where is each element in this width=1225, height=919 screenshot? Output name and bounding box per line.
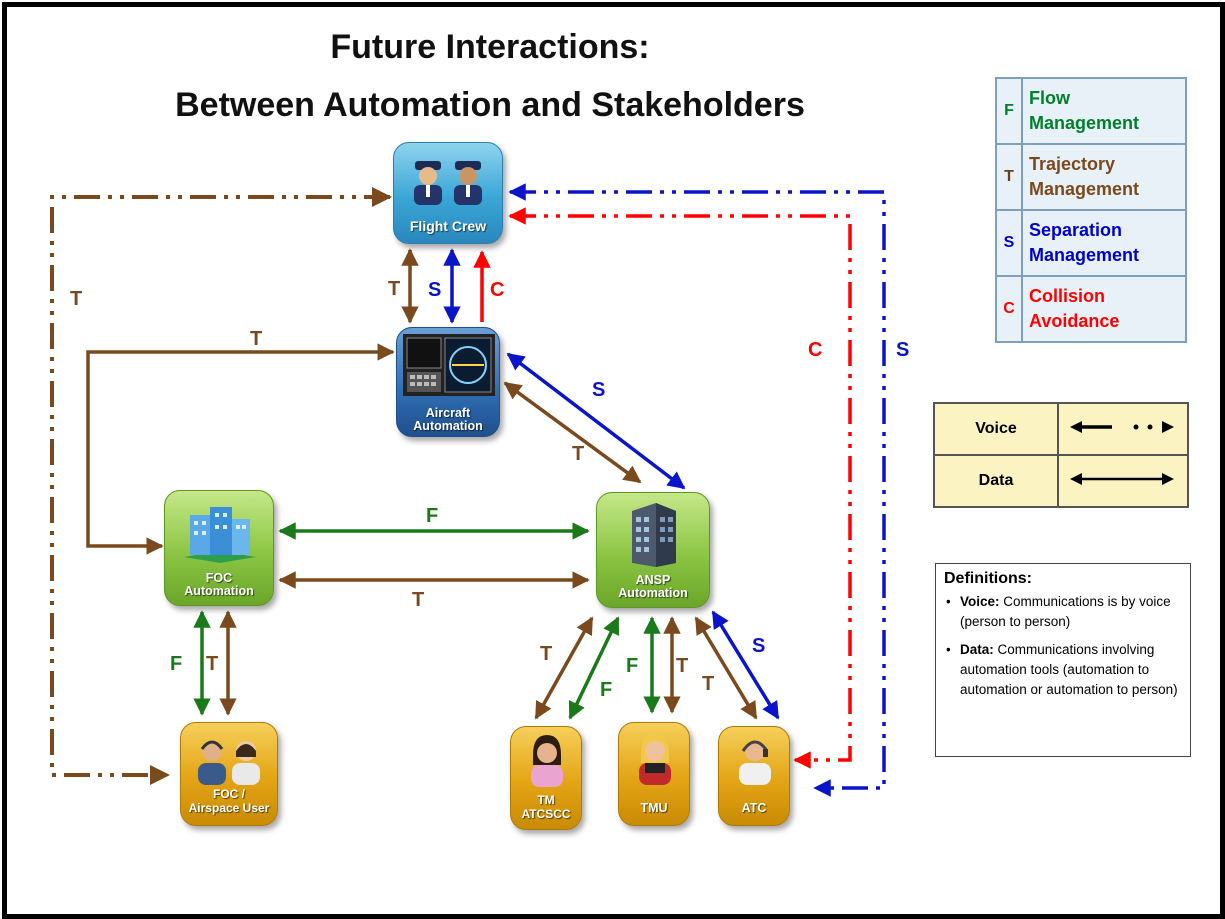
tm-atcscc-label-1: TM (537, 793, 555, 807)
foc-automation-node: FOC Automation (164, 490, 274, 606)
title-line-2: Between Automation and Stakeholders (175, 86, 805, 124)
definition-data-text: Communications involving automation tool… (960, 642, 1178, 697)
definition-voice-term: Voice: (960, 594, 1000, 609)
t-link-aircraft-ansp (503, 381, 642, 484)
ansp-automation-node: ANSP Automation (596, 492, 710, 608)
legend-letter-c: C (995, 275, 1023, 343)
atc-node: ATC (718, 726, 790, 826)
voice-t-link-foc-user-flight-crew (50, 187, 392, 785)
label-t-ansp-tmu: T (676, 655, 688, 677)
legend-row-data: Data (933, 454, 1189, 508)
legend-row-flow: F Flow Management (995, 77, 1187, 145)
s-link-aircraft-ansp (506, 352, 686, 490)
definition-data-term: Data: (960, 642, 994, 657)
label-s-ansp-atc: S (752, 635, 765, 657)
tmu-node: TMU (618, 722, 690, 826)
legend-data-label: Data (933, 454, 1059, 508)
legend-row-separation: S Separation Management (995, 209, 1187, 277)
label-f-foc-user: F (170, 653, 182, 675)
s-link-ansp-atc (711, 610, 780, 720)
legend-flow-line2: Management (1029, 113, 1140, 133)
legend-trajectory-line1: Trajectory (1029, 154, 1116, 174)
label-c-aircraft-crew: C (490, 279, 504, 301)
label-c-voice: C (808, 339, 822, 361)
definition-data: •Data: Communications involving automati… (946, 642, 1178, 697)
aircraft-automation-label-1: Aircraft (425, 406, 471, 420)
flight-crew-node: Flight Crew (393, 142, 503, 244)
blonde-person-icon (639, 733, 671, 785)
label-f-foc-ansp: F (426, 505, 438, 527)
label-t-crew-aircraft: T (388, 278, 400, 300)
f-link-ansp-tm (568, 616, 620, 720)
tm-atcscc-node: TM ATCSCC (510, 726, 582, 830)
title-line-1: Future Interactions: (330, 28, 650, 66)
label-s-aircraft-ansp: S (592, 379, 605, 401)
label-f-ansp-tm: F (600, 679, 612, 701)
definition-voice: •Voice: Communications is by voice (pers… (946, 594, 1171, 629)
label-t-left-loop: T (70, 288, 82, 310)
function-legend: F Flow Management T Trajectory Managemen… (995, 77, 1187, 343)
aircraft-automation-node: Aircraft Automation (396, 327, 500, 437)
legend-flow-line1: Flow (1029, 88, 1070, 108)
foc-automation-label-2: Automation (184, 584, 254, 598)
operator-icon (739, 740, 771, 785)
label-s-voice: S (896, 339, 909, 361)
legend-separation-line1: Separation (1029, 220, 1123, 240)
foc-airspace-user-node: FOC / Airspace User (180, 722, 278, 826)
data-arrow-icon (1070, 472, 1174, 485)
pilot-icon (414, 161, 482, 205)
foc-automation-label-1: FOC (205, 571, 233, 585)
legend-trajectory-line2: Management (1029, 179, 1140, 199)
legend-collision-line2: Avoidance (1029, 311, 1120, 331)
ansp-automation-label-1: ANSP (635, 573, 671, 587)
legend-separation-line2: Management (1029, 245, 1140, 265)
legend-row-collision: C Collision Avoidance (995, 275, 1187, 343)
flight-crew-label: Flight Crew (409, 218, 487, 234)
tmu-label: TMU (640, 801, 668, 815)
t-link-foc-aircraft (86, 343, 395, 555)
label-t-aircraft-ansp: T (572, 443, 584, 465)
voice-s-link-atc-flight-crew (508, 183, 886, 797)
ansp-automation-label-2: Automation (618, 586, 688, 600)
communication-legend: Voice Data (933, 402, 1189, 508)
legend-letter-t: T (995, 143, 1023, 211)
atc-label: ATC (741, 801, 767, 815)
definitions-heading: Definitions: (944, 570, 1032, 587)
legend-row-trajectory: T Trajectory Management (995, 143, 1187, 211)
voice-c-link-atc-flight-crew (508, 207, 852, 769)
label-f-ansp-tmu: F (626, 655, 638, 677)
cockpit-display-icon (403, 334, 495, 396)
foc-airspace-user-label-1: FOC / (213, 787, 245, 801)
legend-letter-s: S (995, 209, 1023, 277)
woman-person-icon (531, 735, 563, 787)
definitions-box: Definitions: •Voice: Communications is b… (935, 563, 1191, 757)
legend-collision-line1: Collision (1029, 286, 1105, 306)
foc-airspace-user-label-2: Airspace User (188, 801, 270, 815)
label-t-ansp-tm: T (540, 643, 552, 665)
t-link-ansp-tm (534, 616, 594, 720)
legend-row-voice: Voice (933, 402, 1189, 456)
office-building-icon (184, 507, 256, 563)
headset-person-icon (198, 740, 260, 785)
tm-atcscc-label-2: ATCSCC (521, 807, 571, 821)
legend-letter-f: F (995, 77, 1023, 145)
label-t-foc-user: T (206, 653, 218, 675)
aircraft-automation-label-2: Automation (413, 419, 483, 433)
voice-arrow-icon (1070, 420, 1174, 433)
label-t-foc-aircraft: T (250, 328, 262, 350)
label-t-ansp-atc: T (702, 673, 714, 695)
skyscraper-icon (632, 503, 676, 567)
label-t-foc-ansp: T (412, 589, 424, 611)
label-s-crew-aircraft: S (428, 279, 441, 301)
legend-voice-label: Voice (933, 402, 1059, 456)
definition-voice-text: Communications is by voice (person to pe… (960, 594, 1171, 629)
